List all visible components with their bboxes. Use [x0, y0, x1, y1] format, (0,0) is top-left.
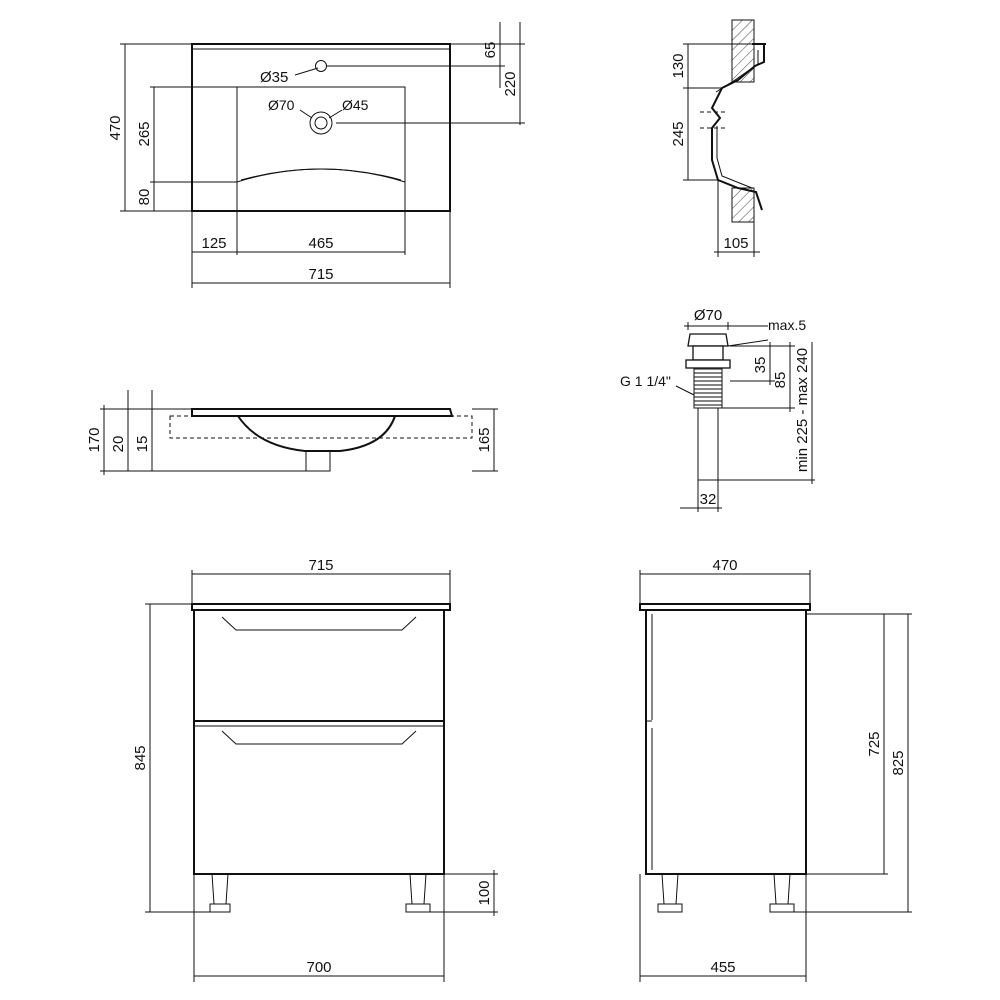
drain-max5: max.5 — [768, 317, 806, 333]
dim-455: 455 — [710, 959, 735, 976]
countertop-side — [639, 603, 811, 611]
dim-725: 725 — [866, 731, 883, 756]
dim-80: 80 — [136, 189, 153, 206]
dim-245: 245 — [670, 121, 687, 146]
dim-220: 220 — [502, 71, 519, 96]
drain-thread — [693, 367, 723, 409]
cabinet-outline-hidden — [169, 415, 473, 439]
drain-inner-circle — [314, 116, 328, 130]
dim-32: 32 — [700, 491, 717, 508]
drain-outer-diameter: Ø70 — [268, 97, 295, 113]
dim-range: min 225 - max 240 — [794, 348, 811, 472]
leg-left-front — [211, 873, 229, 905]
dim-265: 265 — [136, 121, 153, 146]
dim-715-front: 715 — [308, 557, 333, 574]
dim-470-side: 470 — [712, 557, 737, 574]
tap-hole-diameter: Ø35 — [260, 69, 288, 86]
leg-right-front — [409, 873, 427, 905]
dim-125: 125 — [201, 235, 226, 252]
drain-cap-diameter: Ø70 — [694, 307, 722, 324]
drawer-handle-bottom — [221, 730, 417, 745]
cabinet-body-front — [193, 609, 445, 875]
cabinet-front-view: 715 845 100 700 — [132, 557, 498, 982]
dim-20: 20 — [110, 436, 127, 453]
tap-hole — [315, 60, 327, 72]
wall-lower — [731, 187, 755, 223]
cabinet-side-view: 470 725 825 455 — [639, 557, 912, 982]
dim-700: 700 — [306, 959, 331, 976]
sink-top-outline — [191, 43, 451, 212]
dim-65: 65 — [482, 42, 499, 59]
dim-465: 465 — [308, 235, 333, 252]
dim-715-top: 715 — [308, 266, 333, 283]
drain-pipe — [697, 407, 719, 481]
countertop-front — [191, 603, 451, 611]
dim-470: 470 — [107, 115, 124, 140]
sink-side-view: 170 20 15 165 — [86, 390, 498, 475]
sink-top-view: Ø35 Ø70 Ø45 65 220 470 265 80 125 465 71… — [107, 22, 525, 288]
dim-825: 825 — [890, 750, 907, 775]
dim-845: 845 — [132, 745, 149, 770]
drain-cap — [687, 333, 729, 347]
drain-outer-circle — [309, 111, 333, 135]
leg-right-side — [773, 873, 791, 905]
sink-cross-section: 130 245 105 — [670, 19, 766, 257]
dim-170: 170 — [86, 427, 103, 452]
thread-label: G 1 1/4" — [620, 373, 671, 389]
basin-side-profile — [237, 415, 396, 452]
dim-35: 35 — [752, 357, 769, 374]
cabinet-body-side — [645, 609, 807, 875]
dim-85: 85 — [772, 372, 789, 389]
sink-side-top — [191, 408, 454, 417]
leg-left-side — [661, 873, 679, 905]
dim-165: 165 — [476, 427, 493, 452]
dim-15: 15 — [134, 436, 151, 453]
drain-stub-side — [305, 450, 331, 472]
drawer-handle-top — [221, 616, 417, 631]
wall-upper — [731, 19, 755, 83]
dim-105: 105 — [723, 235, 748, 252]
dim-130: 130 — [670, 53, 687, 78]
drain-fitting-view: Ø70 max.5 35 85 min 225 - max 240 G 1 1/… — [620, 307, 815, 512]
dim-100: 100 — [476, 880, 493, 905]
drain-inner-diameter: Ø45 — [342, 97, 369, 113]
